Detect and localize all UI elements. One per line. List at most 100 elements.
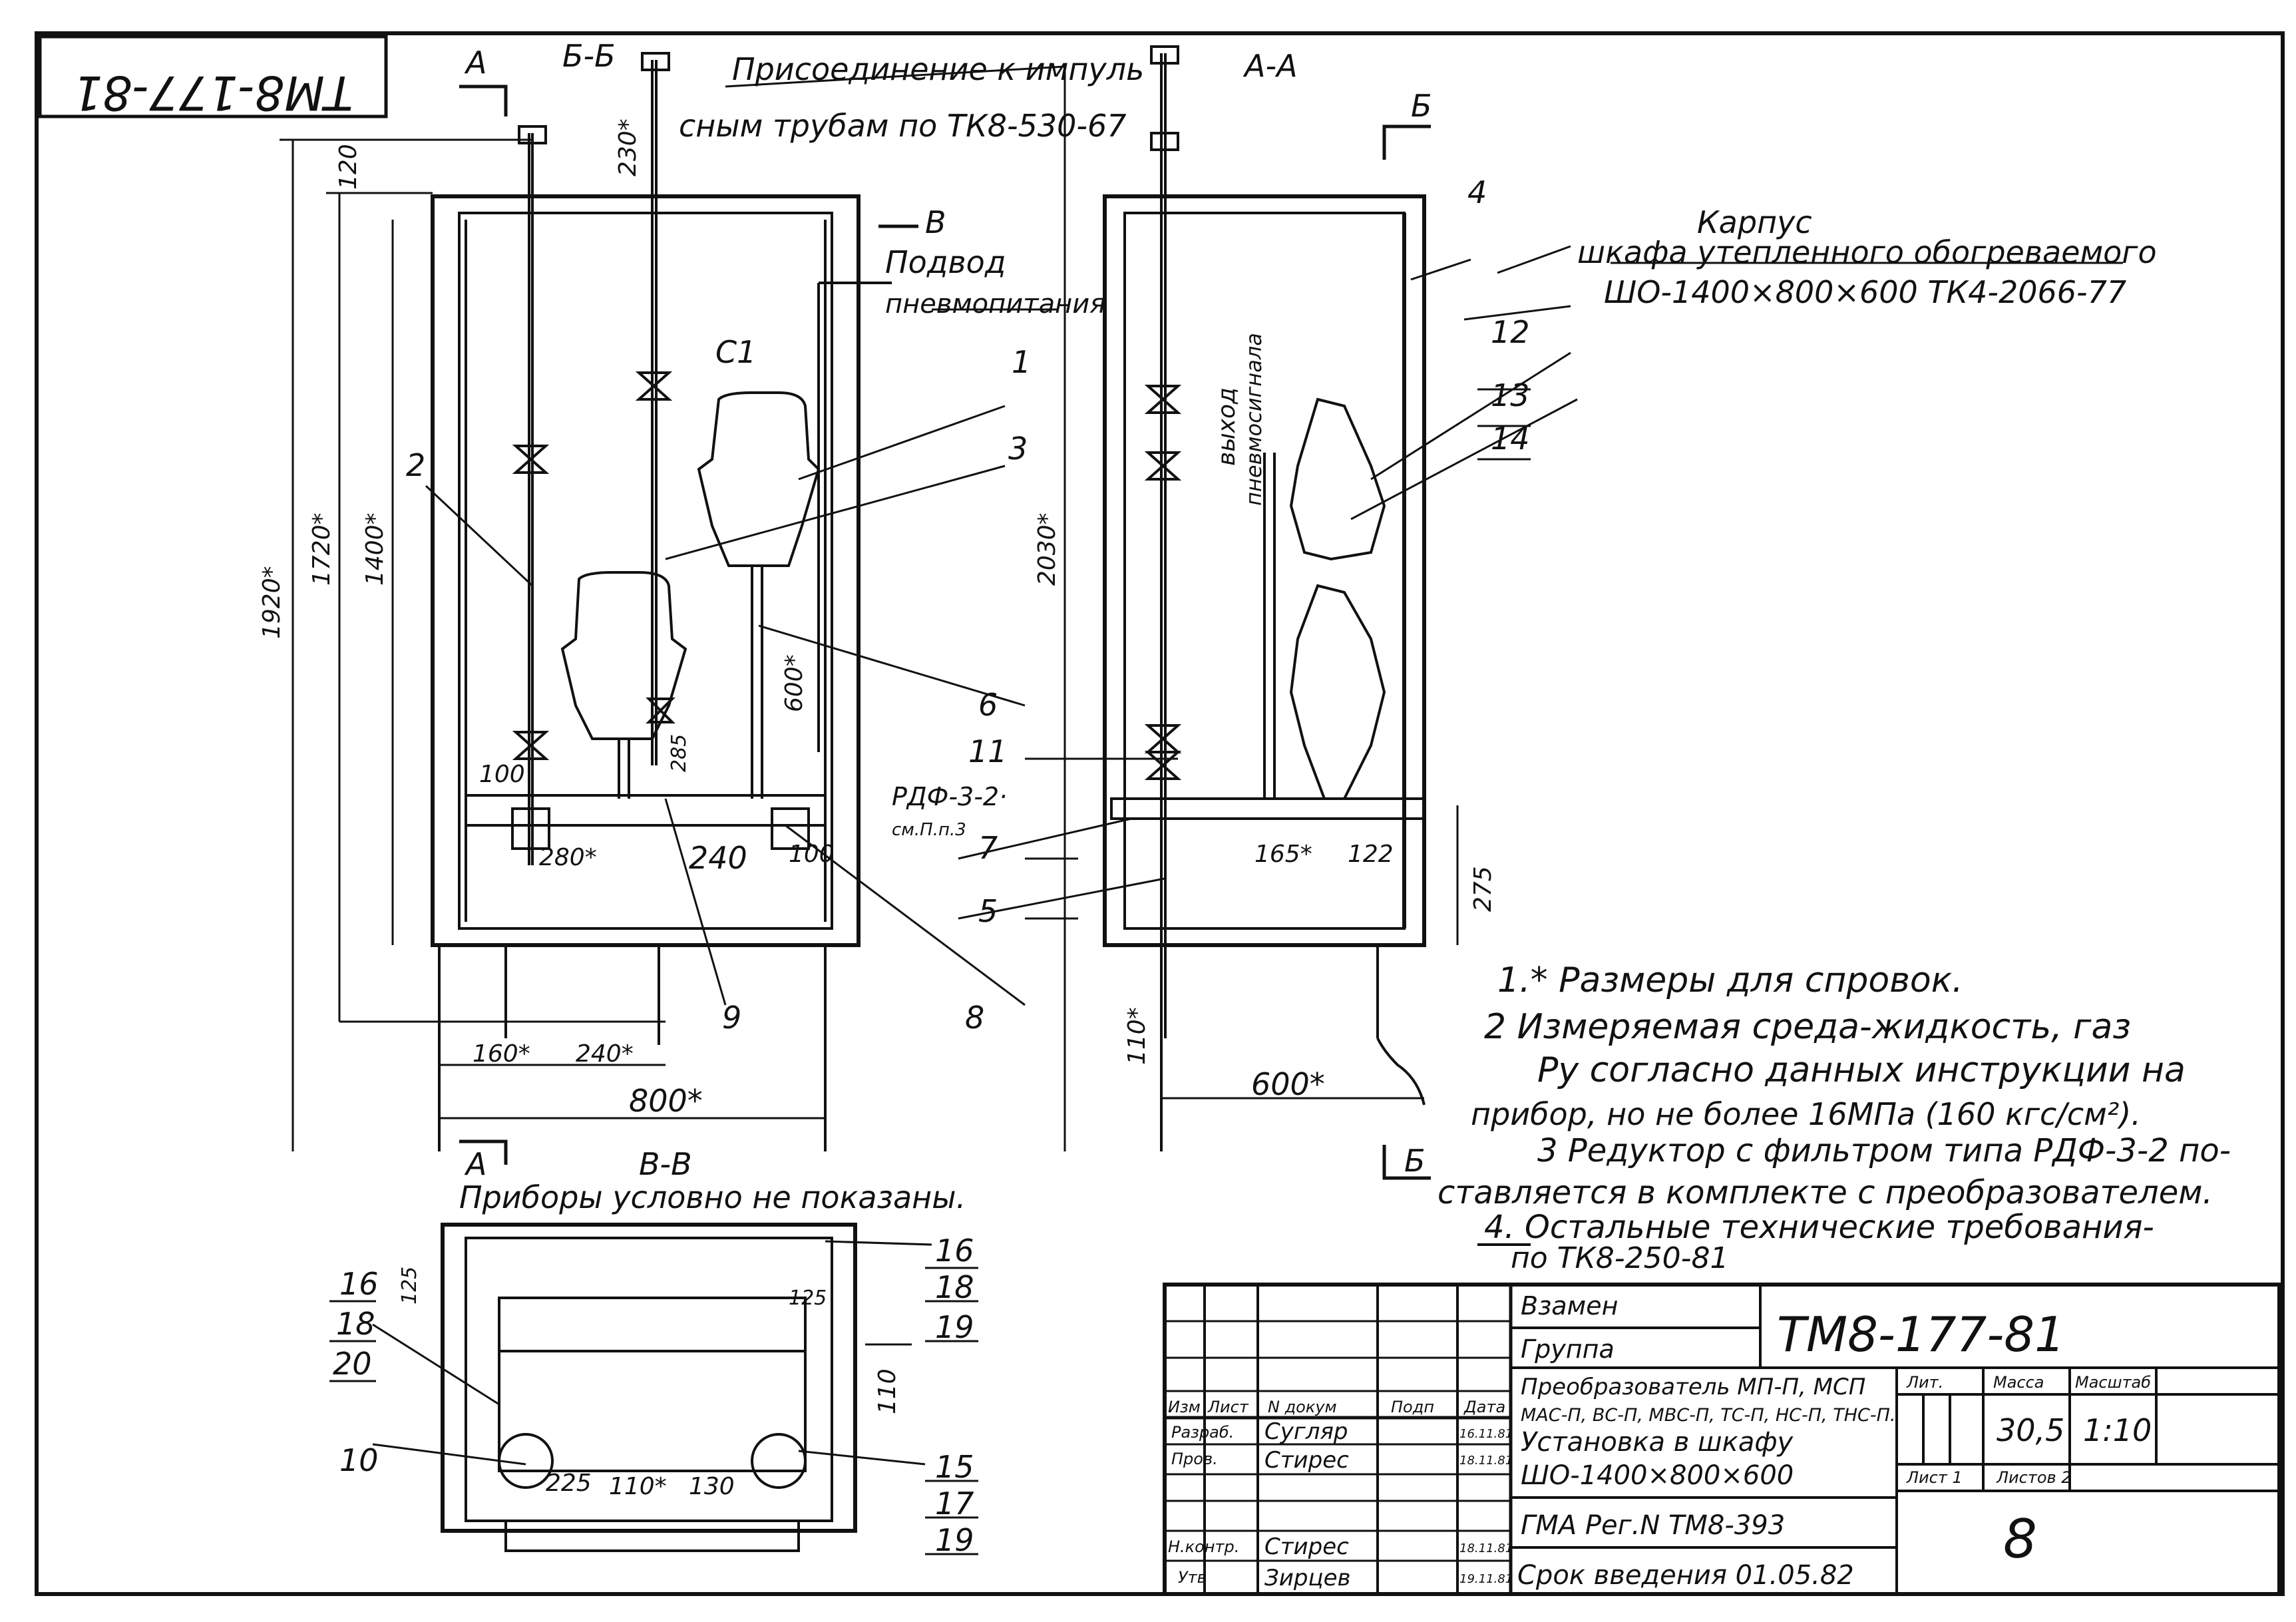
rdf-callout-2: см.П.п.3 bbox=[892, 820, 966, 840]
part-16b: 16 bbox=[935, 1233, 974, 1269]
side-view bbox=[1103, 45, 1426, 1151]
impulse-callout-1: Присоединение к импуль bbox=[732, 51, 1144, 87]
dim-285: 285 bbox=[668, 734, 691, 772]
note-3b: ставляется в комплекте с преобразователе… bbox=[1437, 1174, 2213, 1211]
note-2: 2 Измеряемая среда-жидкость, газ bbox=[1484, 1007, 2131, 1047]
section-aa-right: А-А bbox=[1243, 48, 1298, 84]
tb-masshtab: 1:10 bbox=[2083, 1412, 2152, 1448]
tb-hdr-list: Лист bbox=[1207, 1398, 1249, 1416]
dim-100-left: 100 bbox=[479, 761, 525, 788]
tb-nkontr-role: Н.контр. bbox=[1168, 1537, 1239, 1556]
dim-110-star: 110* bbox=[1123, 1007, 1151, 1065]
part-2: 2 bbox=[406, 447, 425, 483]
note-4: 4. Остальные технические требования- bbox=[1484, 1209, 2154, 1246]
tb-razrab-date: 16.11.81 bbox=[1459, 1427, 1513, 1441]
dim-160: 160* bbox=[473, 1040, 530, 1068]
part-9: 9 bbox=[722, 1000, 741, 1036]
note-2b: Ру согласно данных инструкции на bbox=[1537, 1050, 2186, 1090]
hidden-devices-note: Приборы условно не показаны. bbox=[459, 1179, 966, 1215]
tb-prov-name: Стирес bbox=[1264, 1447, 1349, 1474]
tb-hdr-podp: Подп bbox=[1391, 1398, 1434, 1416]
stamp-code: ТМ8-177-81 bbox=[73, 65, 353, 120]
tb-title-1: Преобразователь МП-П, МСП bbox=[1521, 1374, 1865, 1400]
dim-122: 122 bbox=[1348, 841, 1394, 868]
vykhod-callout-1: выход bbox=[1213, 387, 1241, 466]
plan-view bbox=[441, 1223, 857, 1552]
dim-600-horizontal: 600* bbox=[1251, 1066, 1325, 1102]
tb-utv-name: Зирцев bbox=[1264, 1565, 1351, 1591]
dim-125-left: 125 bbox=[398, 1267, 421, 1305]
tb-lit-header: Лит. bbox=[1906, 1373, 1943, 1392]
vykhod-callout-2: пневмосигнала bbox=[1241, 333, 1266, 506]
section-b-right-bottom: Б bbox=[1404, 1143, 1426, 1179]
pneumo-callout-1: Подвод bbox=[885, 244, 1006, 280]
part-12: 12 bbox=[1491, 314, 1530, 350]
part-14: 14 bbox=[1491, 421, 1530, 457]
part-11: 11 bbox=[968, 733, 1008, 769]
impulse-callout-2: сным трубам по ТК8-530-67 bbox=[679, 108, 1127, 144]
tb-utv-role: Утв bbox=[1178, 1568, 1207, 1587]
tb-nkontr-date: 18.11.81 bbox=[1459, 1541, 1513, 1555]
dim-225: 225 bbox=[546, 1470, 592, 1497]
tb-title-2: МАС-П, ВС-П, МВС-П, ТС-П, НС-П, ТНС-П. bbox=[1521, 1405, 1896, 1426]
part-5: 5 bbox=[978, 893, 998, 929]
dim-280: 280* bbox=[539, 844, 597, 871]
part-3: 3 bbox=[1008, 431, 1028, 467]
tb-gruppa: Группа bbox=[1521, 1334, 1615, 1364]
housing-callout-2: шкафа утепленного обогреваемого bbox=[1577, 234, 2157, 270]
tb-vzamen: Взамен bbox=[1521, 1291, 1618, 1320]
part-4: 4 bbox=[1467, 174, 1487, 210]
dim-800: 800* bbox=[629, 1083, 703, 1119]
title-block bbox=[1163, 1283, 2281, 1596]
tb-razrab-role: Разраб. bbox=[1171, 1423, 1234, 1442]
dim-125-right: 125 bbox=[789, 1287, 827, 1310]
part-7: 7 bbox=[978, 830, 998, 866]
note-4b: по ТК8-250-81 bbox=[1511, 1241, 1729, 1275]
part-15: 15 bbox=[935, 1449, 974, 1485]
note-2c: прибор, но не более 16МПа (160 кгс/см²). bbox=[1471, 1096, 2141, 1132]
part-20: 20 bbox=[333, 1346, 372, 1382]
part-19b: 19 bbox=[935, 1522, 974, 1558]
tb-massa: 30,5 bbox=[1997, 1412, 2064, 1448]
tb-code: ТМ8-177-81 bbox=[1777, 1307, 2065, 1362]
tb-nkontr-name: Стирес bbox=[1264, 1533, 1349, 1560]
section-b-right-top: Б bbox=[1411, 88, 1432, 124]
part-1: 1 bbox=[1012, 344, 1031, 380]
section-bb: Б-Б bbox=[562, 38, 616, 74]
part-18b: 18 bbox=[935, 1269, 974, 1305]
dim-1720: 1720* bbox=[308, 512, 335, 586]
transmitter-upper bbox=[697, 391, 821, 567]
tb-hdr-dokum: N докум bbox=[1268, 1398, 1337, 1416]
tb-listov-label: Листов 2 bbox=[1996, 1468, 2072, 1487]
dim-275: 275 bbox=[1469, 866, 1497, 912]
rdf-callout-1: РДФ-3-2· bbox=[892, 782, 1007, 811]
part-10: 10 bbox=[339, 1442, 379, 1478]
part-19a: 19 bbox=[935, 1309, 974, 1345]
dim-120: 120 bbox=[335, 144, 362, 190]
tb-utv-date: 19.11.81 bbox=[1459, 1572, 1513, 1586]
c1-label: С1 bbox=[715, 334, 756, 370]
dim-165: 165* bbox=[1254, 841, 1312, 868]
part-18a: 18 bbox=[336, 1306, 375, 1342]
tb-prov-date: 18.11.81 bbox=[1459, 1454, 1513, 1468]
dim-230: 230* bbox=[614, 118, 642, 176]
dim-240: 240 bbox=[689, 840, 747, 876]
section-vv: В-В bbox=[639, 1146, 692, 1182]
housing-callout-3: ШО-1400×800×600 ТК4-2066-77 bbox=[1604, 274, 2126, 310]
tb-hdr-izm: Изм bbox=[1168, 1398, 1201, 1416]
section-v-mark: В bbox=[925, 204, 946, 240]
note-3: 3 Редуктор с фильтром типа РДФ-3-2 по- bbox=[1537, 1132, 2231, 1169]
stamp-box bbox=[38, 35, 388, 118]
tb-massa-header: Масса bbox=[1993, 1373, 2044, 1392]
tb-srok: Срок введения 01.05.82 bbox=[1517, 1560, 1854, 1591]
part-16a: 16 bbox=[339, 1266, 379, 1302]
dim-130: 130 bbox=[689, 1473, 735, 1500]
part-6: 6 bbox=[978, 687, 998, 723]
dim-110-plan: 110* bbox=[609, 1473, 667, 1500]
transmitter-lower bbox=[560, 571, 687, 740]
tb-list-label: Лист 1 bbox=[1906, 1468, 1963, 1487]
dim-110-side: 110 bbox=[874, 1368, 901, 1414]
front-view bbox=[431, 52, 892, 1151]
tb-reg: ГМА Рег.N ТМ8-393 bbox=[1521, 1510, 1785, 1541]
